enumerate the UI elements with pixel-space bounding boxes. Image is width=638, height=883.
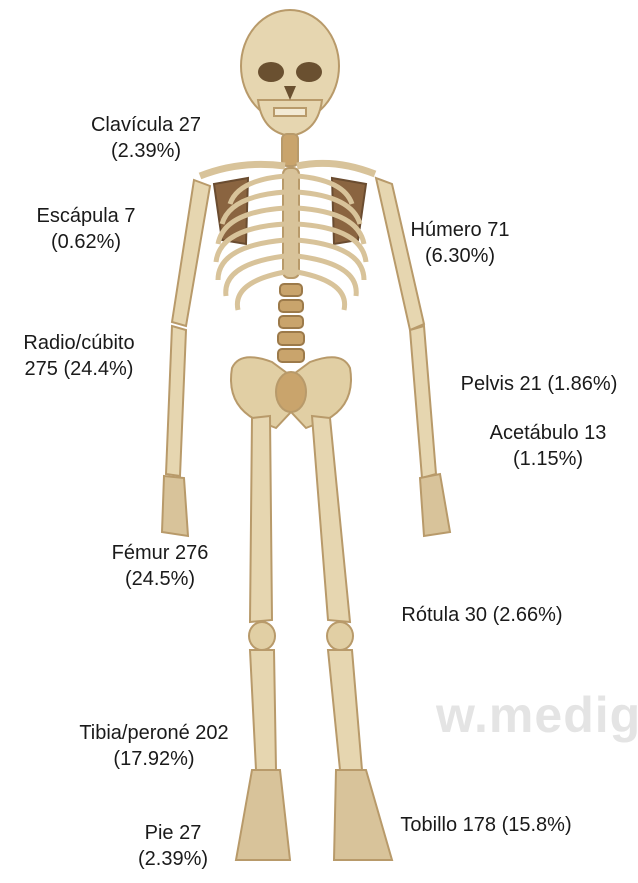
left-tibia-fibula (250, 650, 276, 770)
label-escapula: Escápula 7 (0.62%) (18, 203, 154, 255)
label-pelvis-line1: Pelvis 21 (1.86%) (446, 371, 632, 397)
left-humerus (172, 180, 210, 326)
left-patella (249, 622, 275, 650)
label-humero-line1: Húmero 71 (392, 217, 528, 243)
label-clavicula-line2: (2.39%) (74, 138, 218, 164)
left-foot (236, 770, 290, 860)
right-eye-socket (296, 62, 322, 82)
label-radio-cubito: Radio/cúbito 275 (24.4%) (6, 330, 152, 382)
label-clavicula-line1: Clavícula 27 (74, 112, 218, 138)
right-femur (312, 416, 350, 622)
right-clavicle (297, 163, 375, 174)
label-pie: Pie 27 (2.39%) (118, 820, 228, 872)
right-radius-ulna (410, 326, 436, 478)
right-tibia-fibula (328, 650, 362, 770)
label-radio-cubito-line1: Radio/cúbito (6, 330, 152, 356)
label-humero: Húmero 71 (6.30%) (392, 217, 528, 269)
lumbar-spine (278, 284, 304, 362)
label-femur-line2: (24.5%) (98, 566, 222, 592)
left-eye-socket (258, 62, 284, 82)
label-femur: Fémur 276 (24.5%) (98, 540, 222, 592)
label-clavicula: Clavícula 27 (2.39%) (74, 112, 218, 164)
label-pie-line2: (2.39%) (118, 846, 228, 872)
left-radius-ulna (166, 326, 186, 476)
watermark-text: w.medig (436, 686, 638, 744)
neck (282, 134, 298, 166)
right-patella (327, 622, 353, 650)
left-hand (162, 476, 188, 536)
label-escapula-line1: Escápula 7 (18, 203, 154, 229)
teeth (274, 108, 306, 116)
label-pie-line1: Pie 27 (118, 820, 228, 846)
label-tibia-perone-line1: Tibia/peroné 202 (56, 720, 252, 746)
left-femur (250, 416, 272, 622)
label-femur-line1: Fémur 276 (98, 540, 222, 566)
label-escapula-line2: (0.62%) (18, 229, 154, 255)
jaw (258, 100, 322, 136)
label-rotula: Rótula 30 (2.66%) (382, 602, 582, 628)
left-clavicle (200, 164, 285, 176)
label-radio-cubito-line2: 275 (24.4%) (6, 356, 152, 382)
label-tobillo: Tobillo 178 (15.8%) (378, 812, 594, 838)
label-acetabulo-line2: (1.15%) (470, 446, 626, 472)
right-hand (420, 474, 450, 536)
label-humero-line2: (6.30%) (392, 243, 528, 269)
label-tibia-perone-line2: (17.92%) (56, 746, 252, 772)
label-acetabulo-line1: Acetábulo 13 (470, 420, 626, 446)
label-tobillo-line1: Tobillo 178 (15.8%) (378, 812, 594, 838)
label-acetabulo: Acetábulo 13 (1.15%) (470, 420, 626, 472)
label-rotula-line1: Rótula 30 (2.66%) (382, 602, 582, 628)
label-tibia-perone: Tibia/peroné 202 (17.92%) (56, 720, 252, 772)
sacrum (276, 372, 306, 412)
sternum (283, 168, 299, 278)
label-pelvis: Pelvis 21 (1.86%) (446, 371, 632, 397)
